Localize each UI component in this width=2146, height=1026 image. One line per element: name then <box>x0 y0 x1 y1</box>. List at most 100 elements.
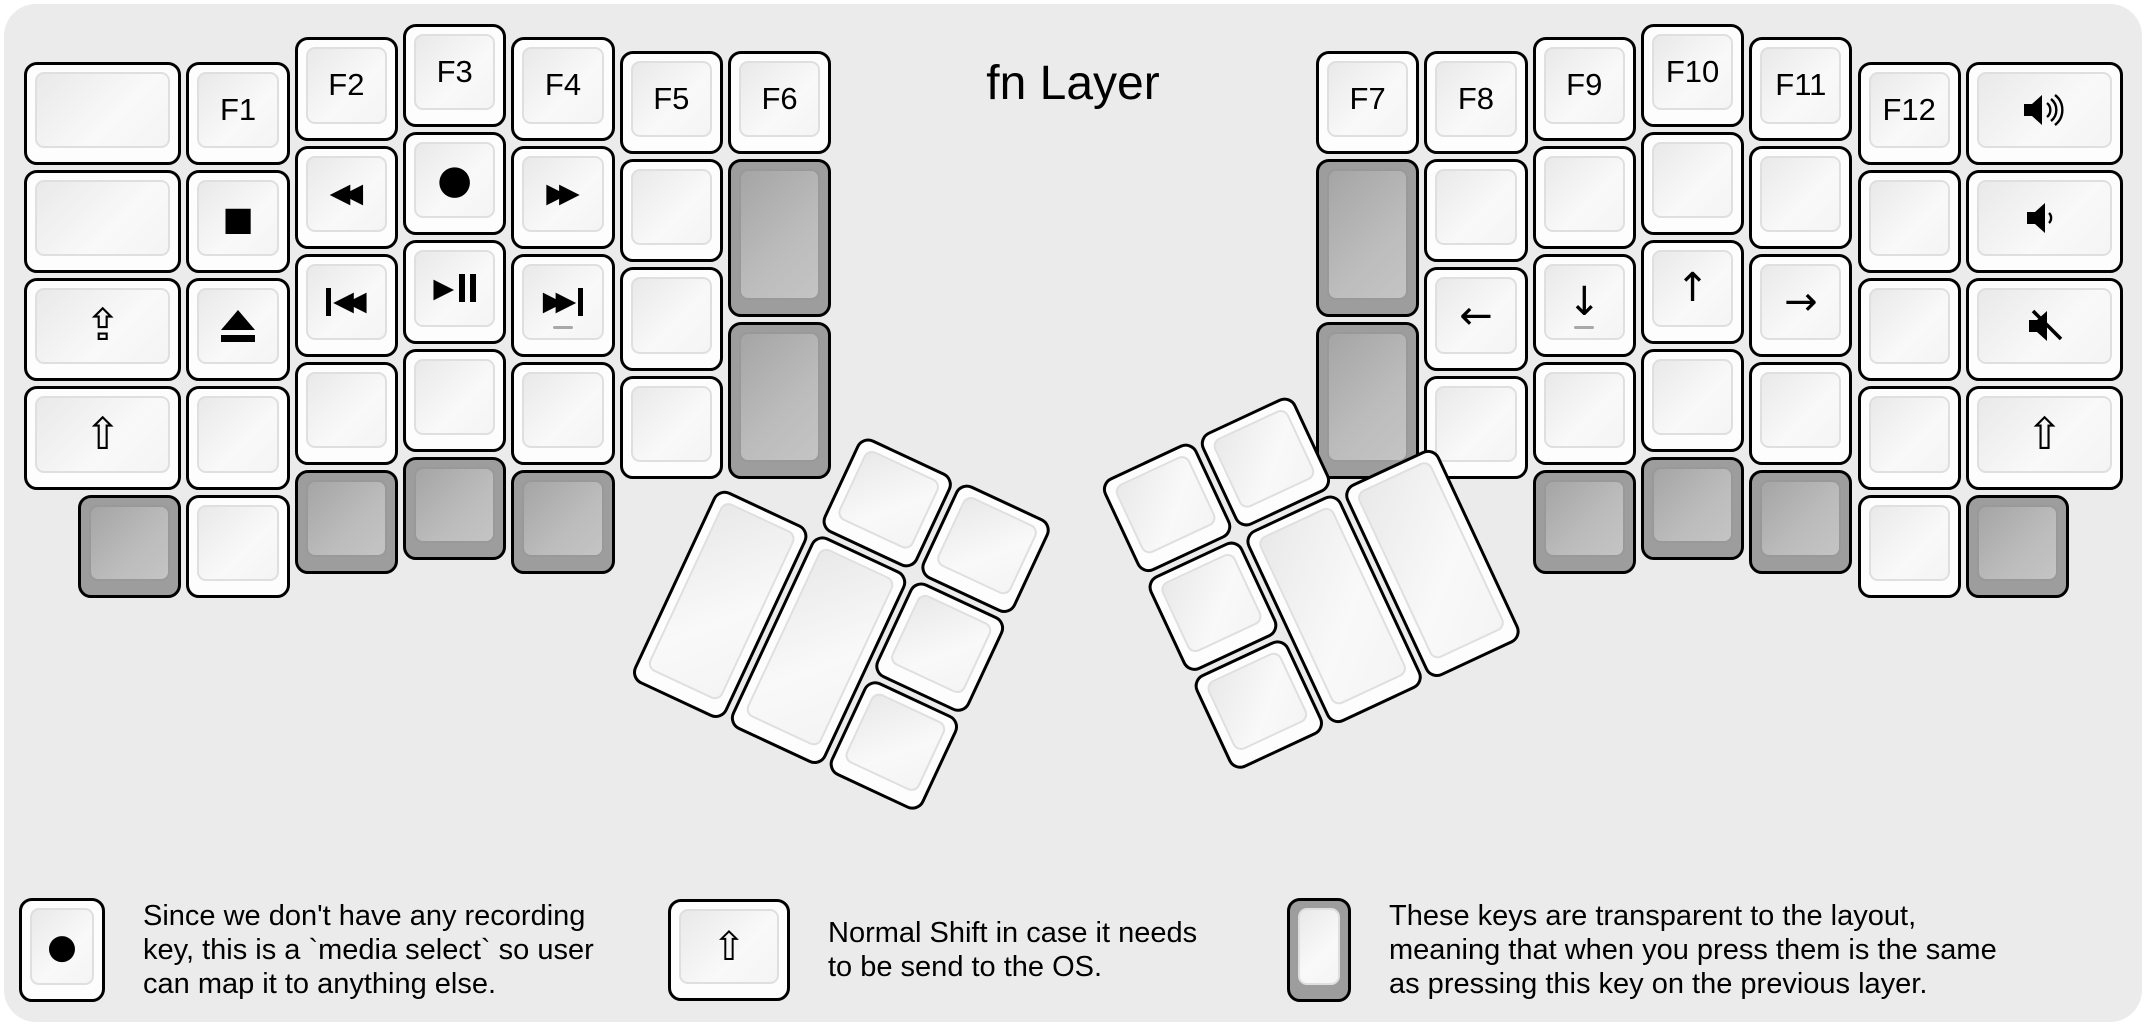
key-blank[interactable] <box>1857 278 1961 382</box>
key-prev-track[interactable]: ◀◀ <box>294 253 399 358</box>
key-f6[interactable]: F6 <box>727 50 832 155</box>
key-label: F9 <box>1566 67 1603 103</box>
key-face <box>414 358 496 435</box>
key-blank[interactable] <box>1749 145 1853 249</box>
key-face <box>1651 466 1734 544</box>
key-volume-down[interactable] <box>1965 169 2124 274</box>
key-face: ◀◀ <box>305 263 388 341</box>
key-next-track[interactable]: ▶▶ <box>511 253 615 358</box>
key-blank[interactable] <box>403 348 507 452</box>
key-f10[interactable]: F10 <box>1640 23 1745 127</box>
key-transparent[interactable] <box>1749 470 1853 574</box>
key-caps-lock[interactable]: ⇪ <box>24 278 182 382</box>
key-blank[interactable] <box>619 267 723 371</box>
key-f3[interactable]: F3 <box>403 23 507 127</box>
legend-text: Normal Shift in case it needs to be send… <box>828 917 1198 983</box>
key-face: ⇧ <box>1976 396 2113 473</box>
key-arrow-down[interactable]: ↓ <box>1532 253 1636 358</box>
legend-text: Since we don't have any recording key, t… <box>143 900 594 1000</box>
key-eject[interactable] <box>186 278 290 382</box>
key-transparent[interactable] <box>1640 456 1745 561</box>
volume-up-icon <box>2023 93 2064 126</box>
key-blank[interactable] <box>294 362 399 466</box>
key-transparent[interactable] <box>78 494 182 599</box>
key-blank[interactable] <box>619 375 723 479</box>
key-transparent[interactable] <box>727 321 832 479</box>
key-transparent[interactable] <box>511 470 615 574</box>
key-f4[interactable]: F4 <box>511 37 615 141</box>
key-arrow-up[interactable]: ↑ <box>1640 240 1745 344</box>
key-blank[interactable] <box>1857 386 1961 490</box>
key-face <box>197 396 279 473</box>
key-blank[interactable] <box>511 362 615 466</box>
key-face <box>1211 407 1317 511</box>
key-face <box>1543 372 1625 449</box>
key-blank[interactable] <box>24 61 182 165</box>
key-f9[interactable]: F9 <box>1532 37 1636 141</box>
legend-record-icon: ● <box>47 926 77 967</box>
key-blank[interactable] <box>186 494 290 599</box>
key-f1[interactable]: F1 <box>186 61 290 165</box>
key-face: ● <box>414 141 496 219</box>
key-f2[interactable]: F2 <box>294 37 399 141</box>
key-blank[interactable] <box>1532 145 1636 249</box>
key-shift[interactable]: ⇧ <box>24 386 182 490</box>
key-face: ⇪ <box>35 288 171 365</box>
key-transparent[interactable] <box>403 456 507 561</box>
key-blank[interactable] <box>1424 375 1528 479</box>
key-blank[interactable] <box>619 159 723 263</box>
key-blank[interactable] <box>1532 362 1636 466</box>
key-arrow-right[interactable]: → <box>1749 253 1853 358</box>
key-f7[interactable]: F7 <box>1316 50 1420 155</box>
key-rewind[interactable]: ◀◀ <box>294 145 399 249</box>
key-fast-forward[interactable]: ▶▶ <box>511 145 615 249</box>
key-transparent[interactable] <box>727 159 832 317</box>
key-transparent[interactable] <box>1965 494 2070 599</box>
key-blank[interactable] <box>1749 362 1853 466</box>
key-blank[interactable] <box>1640 348 1745 452</box>
next-track-icon: ▶▶ <box>543 287 584 316</box>
key-face: ▶ <box>414 250 496 327</box>
key-face <box>1976 179 2113 257</box>
key-face <box>1435 385 1517 462</box>
key-play-pause[interactable]: ▶ <box>403 240 507 344</box>
key-arrow-left[interactable]: ← <box>1424 267 1528 371</box>
key-face <box>1976 288 2113 365</box>
record-icon: ● <box>437 157 473 204</box>
key-volume-up[interactable] <box>1965 61 2124 165</box>
key-face: → <box>1760 263 1842 341</box>
key-stop[interactable]: ■ <box>186 169 290 274</box>
key-face: ↓ <box>1543 263 1625 341</box>
homing-bar <box>1574 326 1595 330</box>
key-face: ← <box>1435 277 1517 354</box>
key-f8[interactable]: F8 <box>1424 50 1528 155</box>
key-face <box>1543 155 1625 232</box>
legend-key-record: ● <box>19 898 105 1002</box>
key-face: ▶▶ <box>522 155 604 232</box>
key-transparent[interactable] <box>1532 470 1636 574</box>
key-face <box>1327 169 1409 300</box>
key-face <box>1976 71 2113 148</box>
key-face <box>630 169 712 246</box>
key-blank[interactable] <box>24 169 182 274</box>
key-f11[interactable]: F11 <box>1749 37 1853 141</box>
key-blank[interactable] <box>1857 494 1961 599</box>
key-face <box>1651 141 1734 219</box>
key-blank[interactable] <box>1424 159 1528 263</box>
key-label: F8 <box>1457 80 1495 116</box>
key-record[interactable]: ● <box>403 131 507 236</box>
legend-shift-icon: ⇧ <box>712 923 746 970</box>
key-face: ⇧ <box>35 396 171 473</box>
key-transparent[interactable] <box>294 470 399 574</box>
key-f5[interactable]: F5 <box>619 50 723 155</box>
key-mute[interactable] <box>1965 278 2124 382</box>
key-face <box>1868 288 1950 365</box>
key-shift[interactable]: ⇧ <box>1965 386 2124 490</box>
key-transparent[interactable] <box>1316 159 1420 317</box>
key-f12[interactable]: F12 <box>1857 61 1961 165</box>
key-blank[interactable] <box>186 386 290 490</box>
key-blank[interactable] <box>1640 131 1745 236</box>
key-blank[interactable] <box>1857 169 1961 274</box>
key-face <box>1868 504 1950 582</box>
key-face <box>35 179 171 257</box>
